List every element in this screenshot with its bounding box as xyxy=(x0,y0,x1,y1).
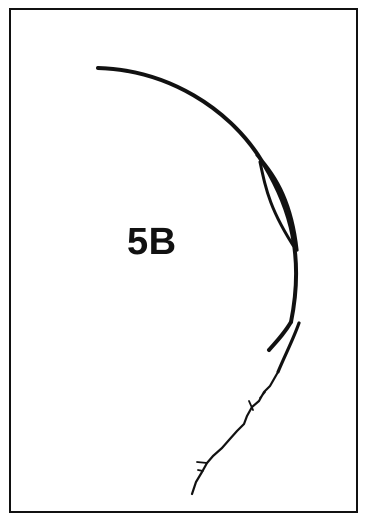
tail-upper-segment xyxy=(278,323,299,372)
tail-jagged-line xyxy=(192,372,278,494)
tail-branch-3 xyxy=(197,462,207,463)
figure-label: 5B xyxy=(127,223,177,261)
loop-inner-curve xyxy=(260,162,296,250)
main-arc xyxy=(98,68,296,322)
arc-lower-end xyxy=(269,322,291,350)
tail-branch-4 xyxy=(198,470,203,471)
